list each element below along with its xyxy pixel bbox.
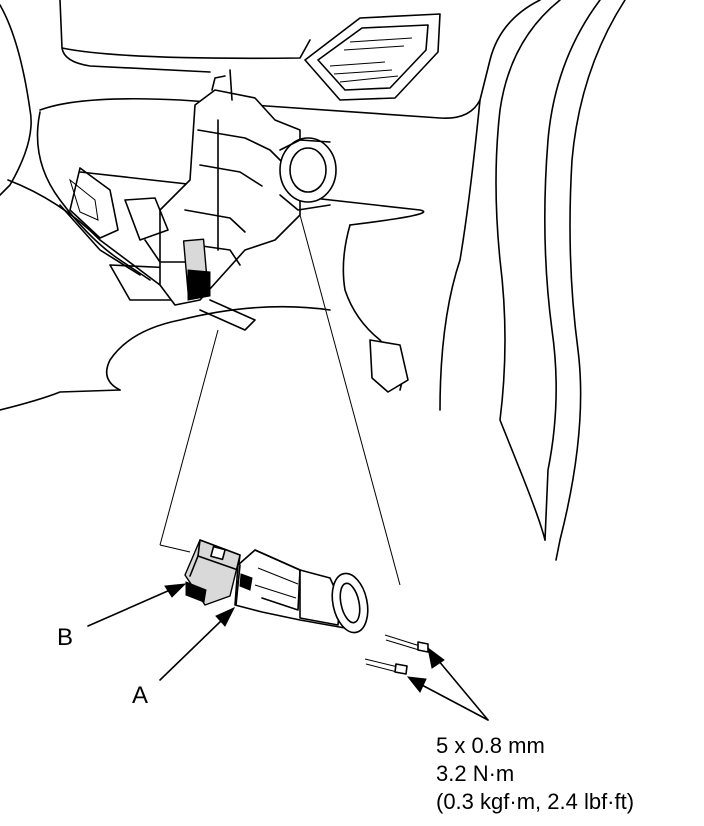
leader-arrow-screws	[406, 646, 489, 721]
projection-lines	[159, 214, 401, 586]
part-b-bracket	[184, 539, 241, 606]
spec-torque-alt: (0.3 kgf·m, 2.4 lbf·ft)	[436, 789, 634, 814]
screw-upper	[384, 634, 429, 653]
leader-arrow-b	[87, 583, 187, 627]
label-b: B	[57, 624, 73, 651]
glove-box-opening	[36, 111, 425, 393]
part-a-duct	[234, 549, 369, 634]
label-a: A	[132, 682, 148, 709]
leader-arrow-a	[159, 606, 236, 681]
spec-size: 5 x 0.8 mm	[436, 733, 545, 758]
installed-unit	[124, 69, 337, 331]
spec-torque-nm: 3.2 N·m	[436, 761, 514, 786]
fastener-spec: 5 x 0.8 mm 3.2 N·m (0.3 kgf·m, 2.4 lbf·f…	[436, 733, 634, 814]
dashboard-air-vent	[304, 13, 441, 101]
screw-lower	[364, 658, 408, 675]
dashboard-outline	[0, 0, 626, 561]
